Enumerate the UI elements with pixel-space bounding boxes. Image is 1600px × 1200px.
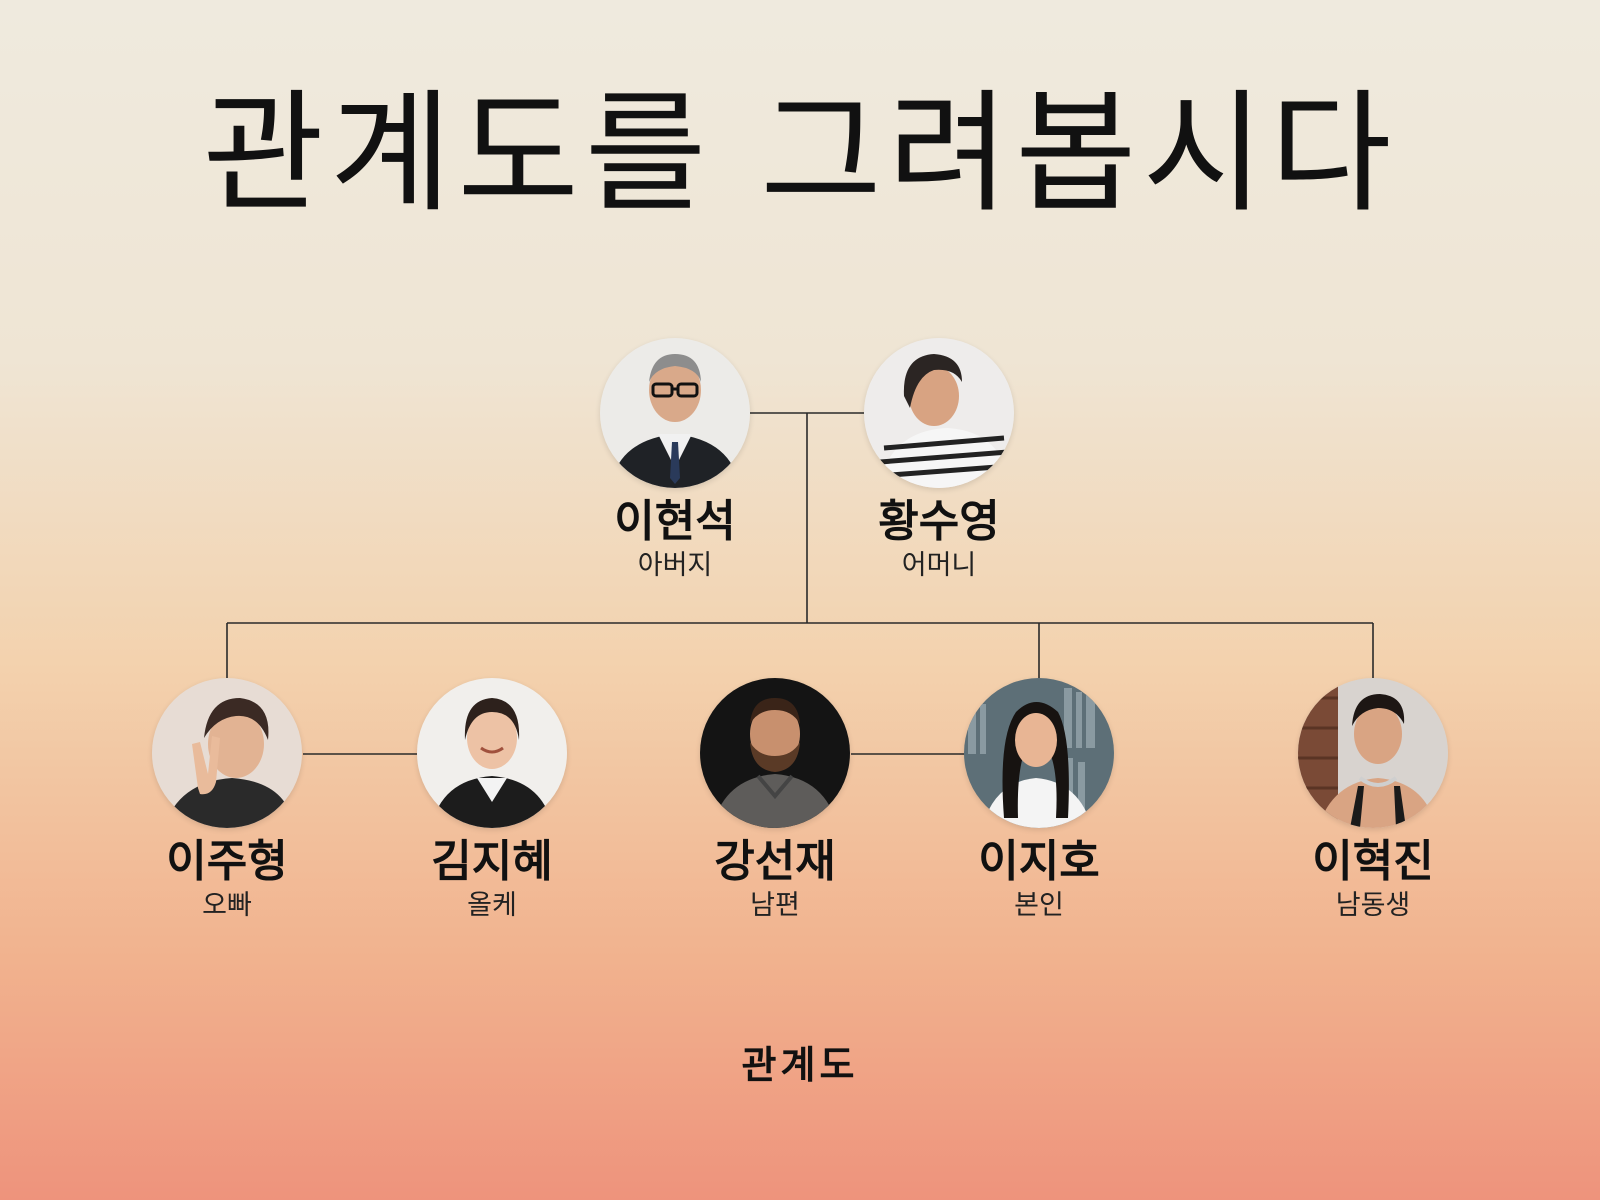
person-name: 이주형 [166,836,288,887]
person-role: 남동생 [1335,890,1411,921]
person-photo-man-glasses-suit-icon [600,338,750,488]
person-name: 이혁진 [1312,836,1434,887]
person-photo-woman-library-icon [964,678,1114,828]
person-photo-woman-blazer-icon [417,678,567,828]
person-role: 올케 [467,890,517,921]
person-role: 어머니 [901,550,977,581]
person-role: 남편 [750,890,800,921]
diagram-caption: 관계도 [741,1043,859,1087]
person-photo-man-peace-sign-icon [152,678,302,828]
person-photo-woman-striped-shirt-icon [864,338,1014,488]
page-title: 관계도를 그려봅시다 [202,77,1398,231]
person-name: 이지호 [978,836,1100,887]
person-name: 이현석 [614,496,736,547]
person-name: 강선재 [714,836,836,887]
person-role: 본인 [1014,890,1064,921]
person-photo-man-beard-sweater-icon [700,678,850,828]
person-name: 김지혜 [431,836,553,887]
person-role: 아버지 [637,550,713,581]
person-role: 오빠 [202,890,252,921]
person-photo-man-tank-top-icon [1298,678,1448,828]
person-name: 황수영 [878,496,1000,547]
